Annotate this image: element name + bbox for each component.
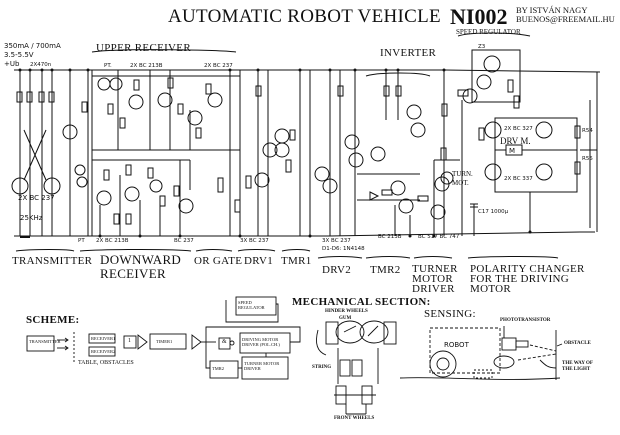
scheme-turner-motor-driver: TURNER MOTOR DRIVER (244, 361, 280, 371)
scheme-and-gate: & (222, 339, 227, 345)
section-upper-receiver: UPPER RECEIVER (96, 42, 191, 54)
sensing-way-of-light: THE WAY OF THE LIGHT (562, 361, 593, 372)
frequency-label: 25KHz (20, 214, 43, 222)
label-downward-receiver: DOWNWARD RECEIVER (100, 252, 182, 281)
scheme-table-obstacles: TABLE, OBSTACLES (78, 360, 134, 366)
section-inverter: INVERTER (380, 47, 437, 59)
supply-ub: +Ub (4, 60, 20, 68)
mechanical-diagram (315, 320, 397, 415)
mechanical-hinder-wheels: HINDER WHEELS (325, 309, 368, 314)
sensing-robot: ROBOT (444, 341, 469, 349)
scheme-diagram (26, 296, 301, 380)
turner-transistors-label: BC 517 BC 747 (418, 234, 460, 240)
supply-cap: 2X470n (30, 62, 52, 68)
sensing-phototransistor: PHOTOTRANSISTOR (500, 318, 551, 323)
svg-text:M: M (509, 147, 515, 155)
scheme-receiver1: RECEIVER1 (91, 336, 116, 341)
supply-current: 350mA / 700mA (4, 42, 61, 50)
author-email: BUENOS@FREEMAIL.HU (516, 14, 615, 24)
mechanical-gum: GUM (339, 316, 352, 321)
downward-transistors-label: 2X BC 213B (96, 238, 129, 244)
sensing-title: SENSING: (424, 308, 476, 320)
upper-transistors-label: 2X BC 213B (130, 63, 163, 69)
h-bridge-bottom-label: 2X BC 337 (504, 176, 533, 182)
drv2-transistors-label: 3X BC 237 (322, 238, 351, 244)
label-tmr1: TMR1 (281, 255, 312, 267)
project-code: NI002 (450, 4, 508, 29)
section-speed-regulator: SPEED REGULATOR (456, 28, 521, 36)
drv1-transistors-label: 3X BC 237 (240, 238, 269, 244)
scheme-receiver2: RECEIVER2 (91, 349, 116, 354)
drv-m-label: DRV M. (500, 136, 531, 146)
mechanical-title: MECHANICAL SECTION: (292, 296, 431, 308)
upper-transistors2-label: 2X BC 237 (204, 63, 233, 69)
z3-label: Z3 (478, 44, 486, 50)
scheme-timer1: TIMER1 (156, 339, 173, 344)
mechanical-string: STRING (312, 365, 332, 370)
transmitter-transistors-label: 2X BC 237 (18, 194, 55, 202)
r54-label: R54 (582, 128, 593, 134)
label-drv1: DRV1 (244, 255, 274, 267)
label-polarity-changer: POLARITY CHANGER FOR THE DRIVING MOTOR (470, 263, 585, 295)
label-or-gate: OR GATE (194, 255, 243, 267)
label-tmr2: TMR2 (370, 264, 401, 276)
page-title: AUTOMATIC ROBOT VEHICLE (168, 6, 441, 27)
label-turner-motor-driver: TURNER MOTOR DRIVER (412, 263, 458, 295)
sensing-diagram (399, 326, 563, 380)
scheme-timer2: TMR2 (212, 366, 225, 371)
supply-voltage: 3.5-5.5V (4, 51, 34, 59)
diodes-label: D1-D6: 1N4148 (322, 246, 365, 252)
author-name: BY ISTVÁN NAGY (516, 5, 588, 15)
label-drv2: DRV2 (322, 264, 352, 276)
tmr2-transistor-label: BC 213B (378, 234, 402, 240)
label-transmitter: TRANSMITTER (12, 255, 93, 267)
mechanical-front-wheels: FRONT WHEELS (334, 416, 375, 421)
h-bridge-top-label: 2X BC 327 (504, 126, 533, 132)
turn-mot-label: TURN. MOT. (452, 170, 473, 187)
scheme-transmitter: TRANSMITTER (29, 339, 61, 344)
r55-label: R55 (582, 156, 593, 162)
lower-pt-label: PT (78, 238, 85, 244)
upper-pt-label: PT. (104, 63, 112, 69)
scheme-title: SCHEME: (26, 314, 80, 326)
scheme-speed-regulator: SPEED REGULATOR (238, 300, 265, 310)
scheme-driving-motor-driver: DRIVING MOTOR DRIVER (POL.CH.) (242, 337, 280, 347)
c17-label: C17 1000µ (478, 209, 509, 215)
sensing-obstacle: OBSTACLE (564, 341, 591, 346)
scheme-or-gate: 1 (128, 338, 131, 344)
or-gate-transistor-label: BC 237 (174, 238, 194, 244)
